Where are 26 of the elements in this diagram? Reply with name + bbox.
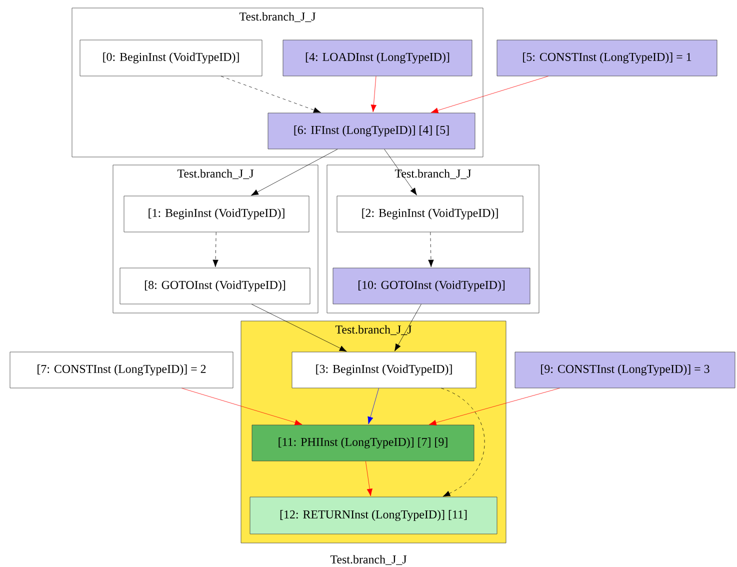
- arrow: [368, 388, 379, 424]
- instruction-box: [2: BeginInst (VoidTypeID)]: [336, 196, 524, 232]
- arrow: [428, 388, 560, 426]
- instruction-box: [1: BeginInst (VoidTypeID)]: [124, 196, 310, 232]
- arrow: [370, 76, 376, 112]
- instruction-box: [5: CONSTInst (LongTypeID)] = 1: [496, 40, 718, 76]
- instruction-box: [3: BeginInst (VoidTypeID)]: [292, 352, 476, 388]
- arrow: [384, 149, 417, 196]
- instruction-box: [9: CONSTInst (LongTypeID)] = 3: [514, 352, 736, 388]
- instruction-box: [7: CONSTInst (LongTypeID)] = 2: [10, 352, 234, 388]
- instruction-box: [12: RETURNInst (LongTypeID)] [11]: [250, 496, 498, 534]
- caption: Test.branch_J_J: [330, 555, 407, 565]
- arrow: [251, 149, 338, 196]
- instruction-box: [4: LOADInst (LongTypeID)]: [282, 40, 472, 76]
- instruction-box: [11: PHIInst (LongTypeID)] [7] [9]: [252, 424, 474, 462]
- arrow: [428, 232, 434, 268]
- arrow: [182, 388, 302, 426]
- arrow: [212, 232, 218, 268]
- instruction-box: [0: BeginInst (VoidTypeID)]: [80, 40, 262, 76]
- arrow: [441, 388, 485, 497]
- arrow: [220, 76, 321, 113]
- instruction-box: [6: IFInst (LongTypeID)] [4] [5]: [268, 112, 476, 150]
- instruction-box: [10: GOTOInst (VoidTypeID)]: [332, 268, 530, 304]
- arrow: [430, 76, 548, 114]
- arrow: [365, 461, 372, 496]
- instruction-box: [8: GOTOInst (VoidTypeID)]: [120, 268, 310, 304]
